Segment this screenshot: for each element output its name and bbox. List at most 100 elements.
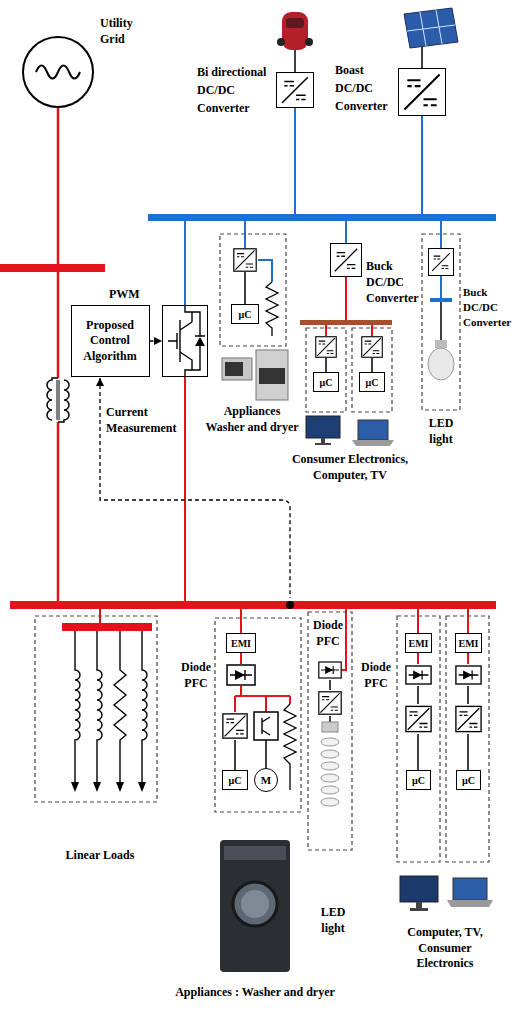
source-circle: Utility Grid (22, 36, 94, 108)
computer-picture (453, 878, 487, 900)
inverter-switch-symbol (195, 337, 205, 346)
ac-wiring (100, 277, 468, 712)
appliance-picture (233, 882, 277, 926)
ac-wiring (62, 623, 152, 631)
group-outline (220, 234, 286, 346)
lamp-picture (321, 738, 339, 746)
computer-picture (352, 440, 394, 446)
component-label: Bi directional DC/DC Converter (197, 63, 273, 117)
group-outline (306, 328, 346, 412)
converter-symbol (432, 253, 450, 271)
dc-wiring (300, 320, 392, 325)
component-label: Boast DC/DC Converter (335, 61, 395, 115)
inverter-switch-symbol (254, 712, 278, 740)
computer-picture (416, 902, 422, 908)
appliance-picture (220, 840, 290, 972)
caption-label: Appliances : Washer and dryer (115, 985, 395, 1001)
computer-picture (315, 443, 331, 445)
converter-box: Buck DC/DC Converter (330, 243, 362, 277)
electric-vehicle-picture (305, 38, 313, 46)
diode-rectifier-symbol (227, 665, 255, 685)
box-label: μC (229, 774, 242, 787)
lamp-picture (321, 762, 339, 770)
computer-picture (306, 416, 340, 438)
ac-source-symbol (36, 66, 80, 79)
converter-symbol (316, 337, 337, 358)
box-label: Proposed Control Algorithm (75, 318, 146, 365)
group-outline (422, 234, 460, 410)
converter-box: Buck DC/DC Converter (428, 248, 454, 276)
caption-label: LED light (423, 416, 459, 447)
linear-load-symbol (71, 782, 146, 792)
computer-picture (306, 416, 493, 911)
caption-label: Computer, TV, Consumer Electronics (400, 925, 490, 972)
converter-symbol (406, 706, 431, 731)
linear-load-symbol (97, 631, 102, 782)
transformer-symbol (58, 380, 69, 422)
box-label: EMI (409, 637, 429, 650)
solar-panel-picture (407, 10, 455, 46)
converter-symbol (319, 692, 341, 714)
computer-picture (410, 908, 428, 911)
converter-symbol (404, 74, 439, 109)
appliance-picture (241, 890, 269, 918)
emi-filter-box: EMI (455, 633, 482, 653)
group-outline (35, 234, 489, 862)
component-label: Utility Grid (100, 16, 154, 47)
group-outline (352, 328, 392, 412)
group-outline (446, 616, 489, 862)
box-label: μC (239, 308, 252, 321)
electric-vehicle-picture (282, 12, 308, 50)
caption-label: Current Measurement (106, 405, 182, 436)
box-label: EMI (459, 637, 479, 650)
caption-label: LED light (314, 905, 352, 936)
controller-box: Proposed Control Algorithm (71, 305, 150, 377)
appliance-picture (259, 368, 285, 384)
electric-vehicle-picture (277, 38, 285, 46)
ac-wiring (0, 264, 105, 272)
computer-picture (358, 420, 388, 440)
dc-wiring (148, 214, 496, 221)
heater-symbol (266, 282, 278, 336)
box-label: M (261, 773, 271, 787)
group-outline (35, 616, 157, 802)
dc-wiring (148, 108, 496, 325)
lamp-picture (435, 340, 447, 348)
lamp-picture (428, 348, 454, 380)
lamp-picture (321, 798, 339, 806)
inverter-switch-symbol (262, 717, 270, 735)
linear-load-symbol (142, 631, 147, 782)
heater-symbol (284, 704, 296, 790)
caption-label: Consumer Electronics, Computer, TV (288, 452, 412, 483)
component-label: Buck DC/DC Converter (366, 258, 422, 307)
converter-box: Boast DC/DC Converter (398, 68, 446, 116)
computer-picture (447, 900, 493, 907)
lamp-picture (321, 340, 454, 806)
lamp-picture (321, 786, 339, 794)
microcontroller-box: μC (456, 770, 481, 790)
component-label: PWM (109, 287, 159, 303)
box-label: μC (320, 376, 333, 389)
motor-circle: M (254, 768, 278, 792)
caption-label: Appliances Washer and dryer (203, 404, 301, 435)
microcontroller-box: μC (313, 372, 339, 392)
electric-vehicle-picture (286, 18, 304, 28)
converter-symbol (362, 337, 383, 358)
converter-symbol (282, 77, 308, 103)
ac-wiring (57, 108, 60, 601)
linear-load-symbol (75, 631, 80, 782)
transformer-symbol (57, 380, 59, 420)
converter-symbol (456, 706, 481, 731)
box-label: EMI (231, 637, 251, 650)
component-label: Buck DC/DC Converter (463, 285, 513, 330)
ac-source-symbol (36, 66, 80, 79)
diode-rectifier-symbol (319, 662, 341, 678)
group-outline (308, 612, 352, 850)
dc-wiring (430, 298, 452, 302)
lamp-picture (321, 774, 339, 782)
converter-symbol (335, 249, 357, 271)
caption-label: Diode PFC (357, 660, 395, 691)
caption-label: Diode PFC (311, 618, 345, 649)
emi-filter-box: EMI (405, 633, 432, 653)
